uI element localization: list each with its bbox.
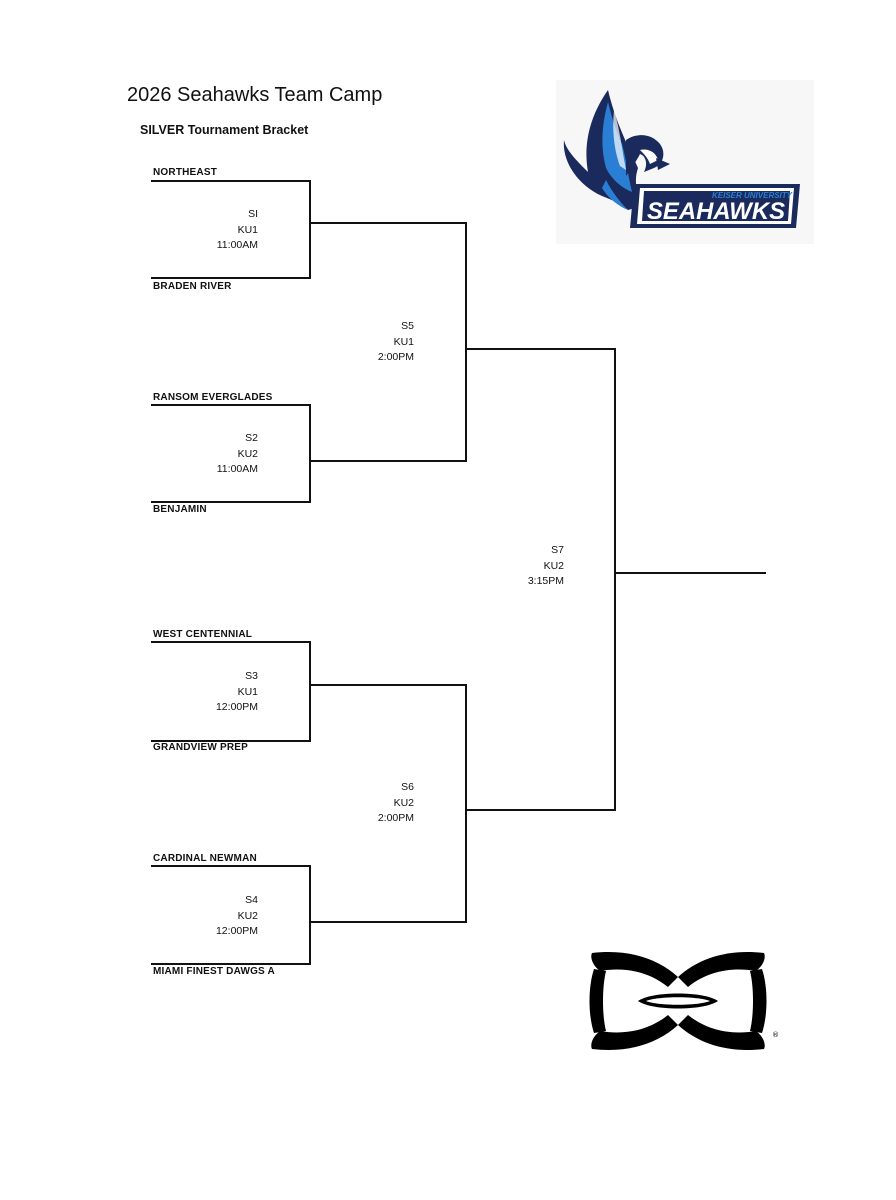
game-time: 12:00PM <box>215 925 258 937</box>
game-court: KU2 <box>237 909 258 922</box>
bracket-line <box>151 865 311 867</box>
bracket-line <box>151 180 311 182</box>
team-ransom-everglades: RANSOM EVERGLADES <box>153 392 273 403</box>
bracket-line <box>465 684 467 922</box>
bracket-subtitle: SILVER Tournament Bracket <box>140 123 309 137</box>
bracket-line <box>309 865 311 964</box>
bracket-line <box>465 222 467 461</box>
page-title: 2026 Seahawks Team Camp <box>127 84 383 106</box>
seahawks-logo: KEISER UNIVERSITY SEAHAWKS <box>556 80 814 244</box>
seahawks-logo-big-text: SEAHAWKS <box>647 198 785 225</box>
bracket-line <box>151 740 311 742</box>
bracket-line <box>151 277 311 279</box>
game-time: 2:00PM <box>377 351 414 363</box>
team-braden-river: BRADEN RIVER <box>153 281 232 292</box>
team-cardinal-newman: CARDINAL NEWMAN <box>153 853 257 864</box>
game-s3: S3 KU1 12:00PM <box>178 669 258 716</box>
bracket-line <box>151 963 311 965</box>
game-s7: S7 KU2 3:15PM <box>484 543 564 590</box>
game-court: KU2 <box>237 447 258 460</box>
team-northeast: NORTHEAST <box>153 167 218 178</box>
team-west-centennial: WEST CENTENNIAL <box>153 629 253 640</box>
bracket-line <box>309 404 311 502</box>
seahawk-icon <box>563 90 670 210</box>
bracket-line <box>309 684 467 686</box>
game-court: KU2 <box>393 796 414 809</box>
registered-mark: ® <box>772 1031 778 1039</box>
game-time: 3:15PM <box>527 575 564 587</box>
seahawks-logo-small-text: KEISER UNIVERSITY <box>712 191 793 200</box>
game-s6: S6 KU2 2:00PM <box>334 780 414 827</box>
game-id: S5 <box>401 320 414 332</box>
bracket-line <box>309 180 311 278</box>
game-court: KU2 <box>543 559 564 572</box>
team-miami-finest-dawgs-a: MIAMI FINEST DAWGS A <box>153 966 275 977</box>
game-court: KU1 <box>237 685 258 698</box>
game-time: 11:00AM <box>216 239 258 251</box>
game-s1: SI KU1 11:00AM <box>178 207 258 254</box>
game-s5: S5 KU1 2:00PM <box>334 319 414 366</box>
team-grandview-prep: GRANDVIEW PREP <box>153 742 249 753</box>
bracket-line <box>151 404 311 406</box>
under-armour-logo: ® <box>589 952 778 1050</box>
bracket-line <box>309 921 467 923</box>
game-id: SI <box>248 208 258 220</box>
team-benjamin: BENJAMIN <box>153 504 207 515</box>
game-id: S7 <box>551 544 564 556</box>
bracket-line <box>614 348 616 810</box>
bracket-line <box>151 501 311 503</box>
bracket-line <box>465 348 616 350</box>
game-id: S3 <box>245 670 258 682</box>
game-time: 2:00PM <box>377 812 414 824</box>
game-time: 11:00AM <box>216 463 258 475</box>
game-s2: S2 KU2 11:00AM <box>178 431 258 478</box>
game-s4: S4 KU2 12:00PM <box>178 893 258 940</box>
game-id: S6 <box>401 781 414 793</box>
champion-line <box>614 572 766 574</box>
bracket-line <box>309 641 311 741</box>
bracket-line <box>465 809 616 811</box>
bracket-line <box>151 641 311 643</box>
game-court: KU1 <box>393 335 414 348</box>
bracket-line <box>309 460 467 462</box>
game-time: 12:00PM <box>215 701 258 713</box>
game-id: S4 <box>245 894 258 906</box>
game-id: S2 <box>245 432 258 444</box>
bracket-line <box>309 222 467 224</box>
game-court: KU1 <box>237 223 258 236</box>
